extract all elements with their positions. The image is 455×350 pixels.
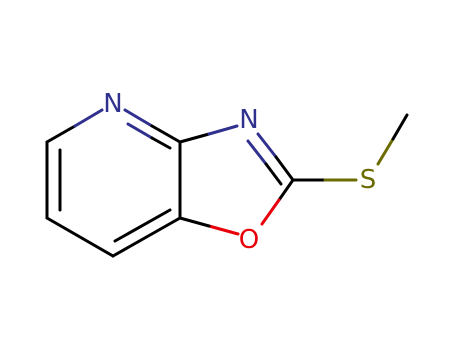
bond-s-ch3 xyxy=(376,137,395,166)
bond-c2-n1-n-part xyxy=(73,108,104,128)
bond-c3-c4 xyxy=(45,216,115,258)
bond-n3-c2ox-inner-c xyxy=(264,162,283,186)
bond-c4-c3a xyxy=(111,216,182,258)
atom-s-thio: S xyxy=(360,165,377,195)
bond-o-c3a-c-part xyxy=(178,216,211,228)
atom-n-pyridine: N xyxy=(103,89,122,119)
bond-o-c3a xyxy=(207,224,240,236)
atom-labels: N N O S xyxy=(103,89,376,255)
bond-c2-n1 xyxy=(45,124,77,144)
bond-c2ox-o xyxy=(277,178,295,202)
bond-n3-c2ox-c xyxy=(274,155,295,182)
bond-n3-c2ox-inner xyxy=(246,139,268,166)
atom-o-ring: O xyxy=(239,225,259,255)
bond-n3-c2ox xyxy=(256,132,278,159)
bond-n1-c7a xyxy=(123,108,154,128)
bond-n1-c7a-c-part xyxy=(150,124,182,144)
bond-c7a-n3-n-part xyxy=(207,124,239,136)
bond-c2ox-o-o-part xyxy=(260,198,281,226)
atom-n-oxazole: N xyxy=(239,105,258,135)
bond-lines xyxy=(45,108,409,258)
bond-n1-c7a-inner-c xyxy=(150,136,172,150)
bond-s-ch3-c-part xyxy=(391,113,409,141)
bond-n1-c7a-inner xyxy=(126,122,154,140)
bond-c4-c3a-inner xyxy=(113,208,172,243)
bond-c7a-n3 xyxy=(178,132,211,144)
